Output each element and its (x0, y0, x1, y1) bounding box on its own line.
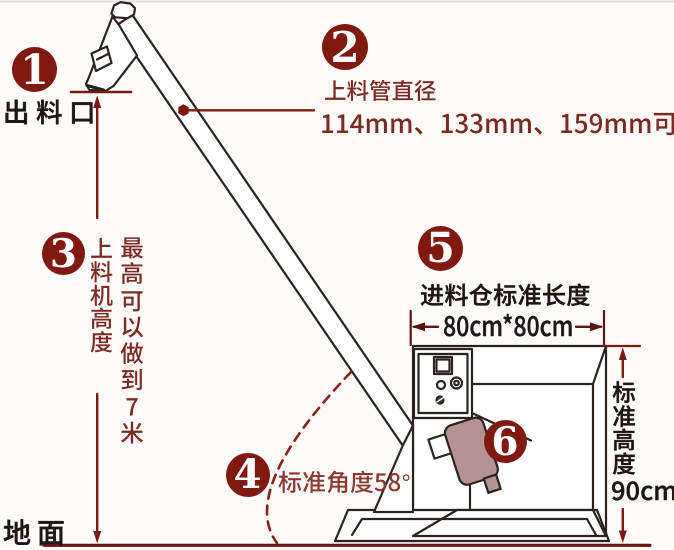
arrow-right-icon (590, 322, 604, 332)
intake-chute (372, 424, 415, 514)
label-outlet: 出料口 (3, 91, 102, 130)
callout-badge-1: 1 (12, 46, 57, 94)
panel-switch-slot (436, 396, 445, 403)
label-ground: 地面 (3, 512, 72, 550)
outlet-lip (85, 83, 106, 92)
panel-display-inner (435, 358, 451, 373)
label-hopper-length: 进料仓标准长度 (420, 276, 591, 311)
control-panel (412, 347, 474, 420)
panel-knob (435, 379, 447, 391)
outlet-flange (90, 45, 113, 73)
motor-cap (110, 1, 137, 20)
label-feeder-height: 上料机高度 (84, 236, 119, 354)
panel-display (432, 355, 454, 376)
label-max-height: 最高可以做到7米 (115, 235, 150, 447)
label-std-height: 标准高度 (607, 380, 642, 476)
arrow-up-icon (93, 95, 102, 108)
label-pipe-diameter: 上料管直径 (324, 74, 437, 106)
label-hopper-size: 80cm*80cm (443, 304, 574, 344)
arrow-left-icon (411, 322, 425, 332)
motor-shaft (482, 473, 502, 494)
base-tray (333, 508, 611, 543)
box-height-dimension (601, 344, 642, 543)
flange-detail-line (95, 52, 110, 61)
callout-badge-5: 5 (418, 224, 463, 272)
callout-badge-2: 2 (322, 23, 368, 72)
callout-badge-3: 3 (42, 231, 85, 277)
callout-badge-6: 6 (483, 419, 527, 465)
tray-inner-line (350, 517, 598, 537)
label-pipe-sizes: 114mm、133mm、159mm可 (320, 104, 674, 141)
discharge-head (84, 1, 139, 93)
arrow-down-icon (93, 531, 102, 544)
arrow-up-icon (618, 347, 627, 360)
label-angle: 标准角度58° (278, 463, 411, 498)
angle-arc (265, 370, 353, 545)
hopper-bottom-edges (411, 508, 608, 538)
height-dimension (69, 90, 133, 544)
leader-dot (178, 104, 189, 117)
panel-knob-ring (449, 376, 464, 390)
hopper-corner-diagonal (591, 344, 608, 386)
callout-badge-4: 4 (225, 451, 270, 498)
width-dimension (409, 309, 606, 347)
pipe-leader (178, 104, 316, 117)
panel-knob-center (453, 379, 460, 387)
panel-inner-border (417, 352, 469, 415)
tray-outline (333, 508, 611, 543)
arrow-down-icon (618, 530, 627, 543)
label-std-height-value: 90cm (611, 471, 674, 508)
